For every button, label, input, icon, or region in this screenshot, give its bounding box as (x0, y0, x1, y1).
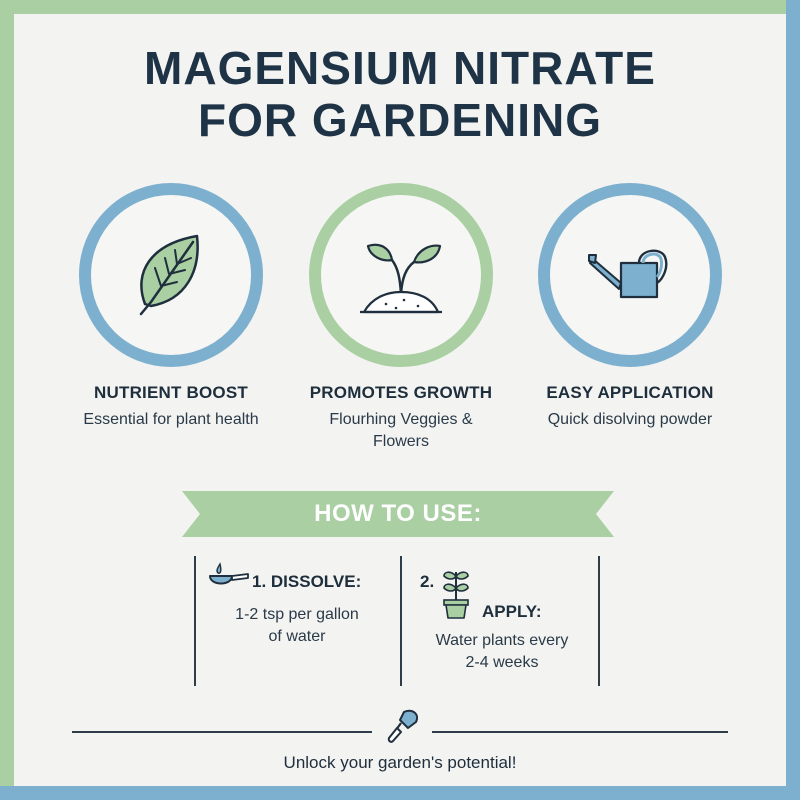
title-line-1: MAGENSIUM NITRATE (144, 42, 656, 94)
feature-title: PROMOTES GROWTH (309, 383, 493, 402)
banner-label: HOW TO USE: (314, 500, 482, 527)
page-title: MAGENSIUM NITRATE FOR GARDENING (40, 42, 760, 146)
watering-can-icon (587, 243, 673, 308)
potted-plant-icon (440, 566, 472, 625)
banner-ribbon-shape (182, 491, 614, 537)
frame-right-border (786, 0, 800, 800)
footer-tagline: Unlock your garden's potential! (283, 753, 517, 772)
step-1-label: 1. DISSOLVE: (252, 572, 362, 591)
footer-rule-right (432, 731, 728, 733)
step-1-description: 1-2 tsp per gallon of water (235, 606, 359, 645)
feature-title: EASY APPLICATION (546, 383, 714, 402)
frame-bottom-border (0, 786, 800, 800)
step-divider-right (598, 556, 600, 686)
feature-nutrient-boost: NUTRIENT BOOST Essential for plant healt… (51, 183, 291, 431)
feature-ring-blue (538, 183, 722, 367)
footer-rule-left (72, 731, 372, 733)
step-divider-left (194, 556, 196, 686)
feature-title: NUTRIENT BOOST (94, 383, 248, 402)
feature-description: Essential for plant health (83, 411, 259, 428)
trowel-icon (386, 708, 420, 749)
sprout-icon (356, 228, 446, 323)
leaf-icon (131, 228, 211, 323)
step-2-number: 2. (420, 572, 435, 591)
feature-description: Quick disolving powder (547, 411, 713, 428)
scoop-icon (208, 562, 250, 597)
step-divider-middle (400, 556, 402, 686)
frame-top-border (0, 0, 800, 14)
feature-ring-blue (79, 183, 263, 367)
step-2-description: Water plants every 2-4 weeks (435, 632, 569, 671)
title-line-2: FOR GARDENING (198, 94, 602, 146)
feature-description: Flourhing Veggies & Flowers (329, 411, 473, 450)
feature-promotes-growth: PROMOTES GROWTH Flourhing Veggies & Flow… (281, 183, 521, 453)
frame-left-border (0, 0, 14, 800)
feature-easy-application: EASY APPLICATION Quick disolving powder (510, 183, 750, 431)
feature-ring-green (309, 183, 493, 367)
step-2-label: APPLY: (482, 602, 542, 621)
how-to-use-banner: HOW TO USE: (182, 491, 614, 537)
